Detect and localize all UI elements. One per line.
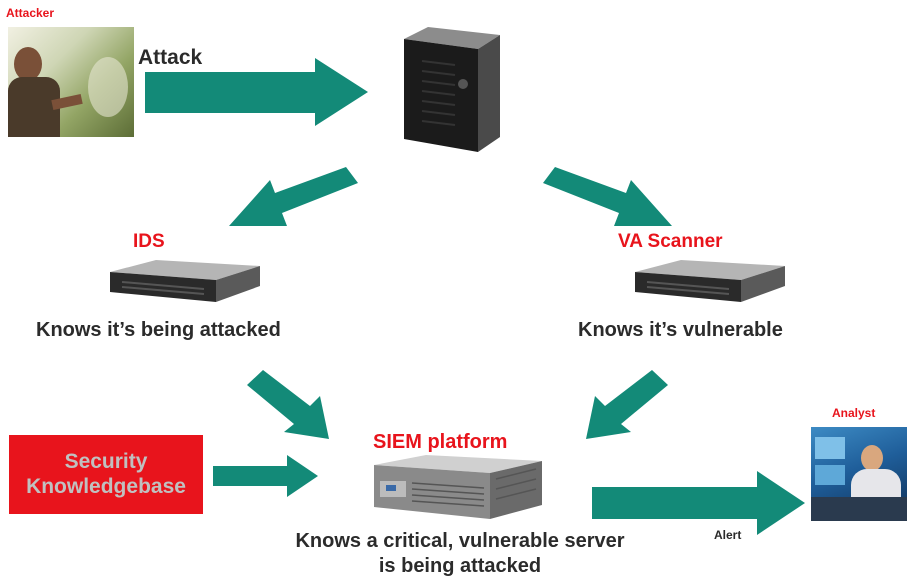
attack-label: Attack [138, 46, 203, 69]
alert-label: Alert [714, 528, 742, 542]
ids-to-siem-arrow [247, 370, 329, 439]
siem-label: SIEM platform [373, 431, 508, 453]
server-to-ids-arrow [229, 167, 358, 226]
va-to-siem-arrow [586, 370, 668, 439]
siem-caption-line2: is being attacked [378, 555, 542, 577]
analyst-label: Analyst [832, 406, 876, 420]
siem-caption: Knows a critical, vulnerable server is b… [240, 529, 680, 579]
va-scanner-label: VA Scanner [618, 231, 723, 252]
va-appliance-icon [635, 260, 785, 302]
rack-server-icon [374, 455, 542, 519]
security-knowledgebase-box: Security Knowledgebase [9, 435, 203, 514]
ids-caption: Knows it’s being attacked [36, 319, 281, 341]
knowledgebase-line2: Knowledgebase [26, 475, 186, 498]
ids-label: IDS [133, 231, 165, 252]
attacker-photo [8, 27, 134, 137]
va-caption: Knows it’s vulnerable [578, 319, 783, 341]
knowledgebase-line1: Security [64, 450, 148, 473]
attacker-label: Attacker [6, 6, 55, 20]
ids-appliance-icon [110, 260, 260, 302]
attack-arrow [145, 58, 368, 126]
siem-caption-line1: Knows a critical, vulnerable server [295, 530, 625, 552]
server-to-va-arrow [543, 167, 672, 226]
tower-server-icon [404, 27, 500, 152]
alert-arrow [592, 471, 805, 535]
knowledgebase-to-siem-arrow [213, 455, 318, 497]
analyst-photo [811, 427, 907, 521]
